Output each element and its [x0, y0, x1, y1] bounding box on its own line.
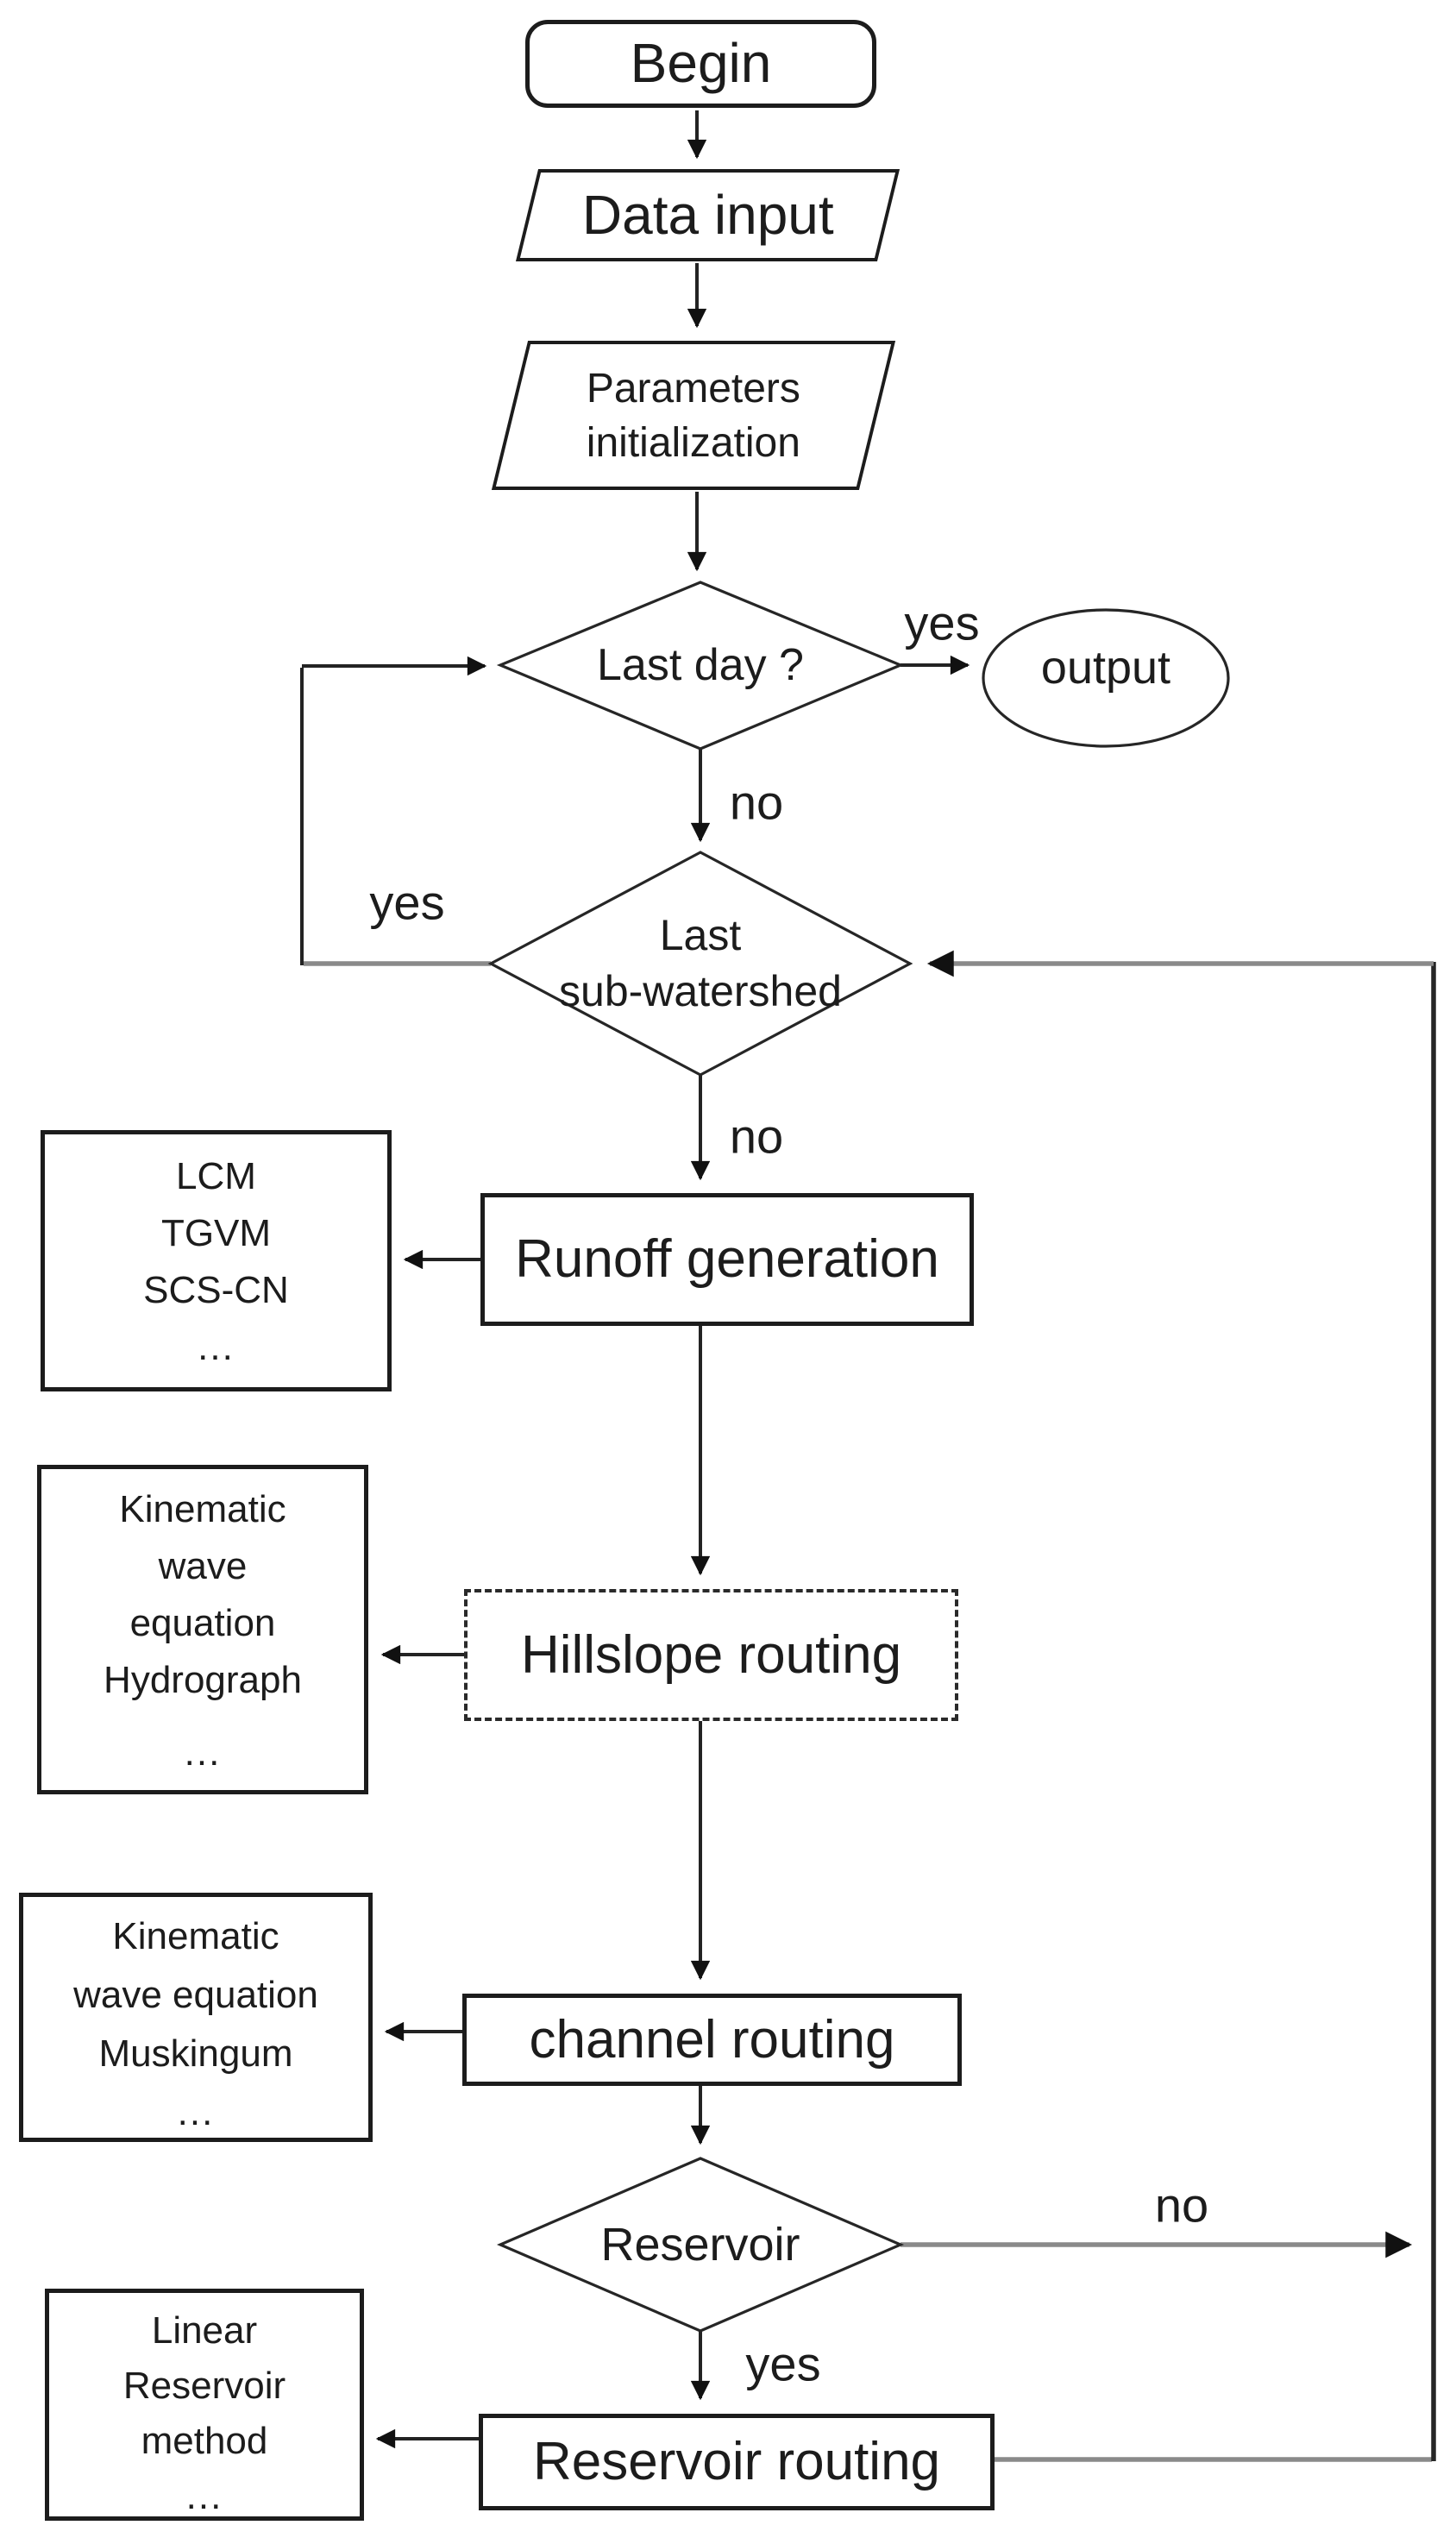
hillslope-method-line2: wave — [158, 1545, 248, 1587]
last-subwatershed-label: Last sub-watershed — [491, 852, 910, 1075]
edge-label-subwatershed-no: no — [729, 1109, 784, 1164]
runoff-generation-label: Runoff generation — [515, 1229, 939, 1290]
node-data-input: Data input — [515, 169, 901, 261]
node-runoff-generation: Runoff generation — [480, 1193, 974, 1326]
last-subwatershed-line1: Last — [659, 911, 742, 959]
hillslope-method-line3: equation — [129, 1602, 276, 1644]
output-label: output — [1040, 642, 1171, 694]
edge-label-subwatershed-yes: yes — [369, 875, 445, 930]
begin-label: Begin — [630, 32, 772, 95]
edge-label-lastday-no: no — [729, 775, 784, 830]
channel-method-line2: wave equation — [73, 1974, 318, 2016]
runoff-method-tgvm: TGVM — [160, 1212, 272, 1254]
edge-label-reservoir-yes: yes — [745, 2336, 821, 2391]
hillslope-methods-box: Kinematic wave equation Hydrograph ... — [37, 1465, 368, 1794]
hillslope-routing-label: Hillslope routing — [520, 1624, 902, 1685]
reservoir-methods-box: Linear Reservoir method ... — [45, 2289, 364, 2521]
edge-label-reservoir-no: no — [1154, 2177, 1209, 2233]
output-ellipse — [982, 608, 1230, 748]
runoff-method-lcm: LCM — [176, 1155, 256, 1197]
reservoir-method-line1: Linear — [151, 2309, 258, 2352]
last-day-label: Last day ? — [597, 640, 804, 690]
channel-routing-label: channel routing — [529, 2009, 895, 2070]
runoff-methods-box: LCM TGVM SCS-CN ... — [41, 1130, 392, 1391]
channel-method-ellipsis: ... — [177, 2091, 215, 2133]
reservoir-routing-label: Reservoir routing — [532, 2432, 941, 2492]
channel-method-line3: Muskingum — [98, 2032, 293, 2075]
hillslope-method-line1: Kinematic — [119, 1488, 286, 1530]
parameters-initialization-label: Parameters initialization — [586, 365, 801, 466]
node-hillslope-routing: Hillslope routing — [464, 1589, 958, 1721]
node-channel-routing: channel routing — [462, 1994, 962, 2086]
runoff-method-scscn: SCS-CN — [143, 1269, 289, 1311]
hillslope-method-ellipsis: ... — [184, 1731, 222, 1774]
reservoir-method-line2: Reservoir — [122, 2365, 286, 2407]
runoff-method-ellipsis: ... — [198, 1326, 235, 1368]
reservoir-method-line3: method — [141, 2420, 268, 2462]
hillslope-method-line4: Hydrograph — [104, 1659, 302, 1701]
channel-methods-box: Kinematic wave equation Muskingum ... — [19, 1893, 373, 2142]
reservoir-label: Reservoir — [600, 2219, 800, 2271]
node-parameters-initialization: Parameters initialization — [491, 341, 896, 490]
reservoir-diamond — [496, 2157, 905, 2333]
node-begin: Begin — [525, 20, 876, 108]
last-subwatershed-line2: sub-watershed — [559, 967, 842, 1015]
node-reservoir-routing: Reservoir routing — [479, 2414, 995, 2510]
edge-label-lastday-yes: yes — [904, 595, 980, 650]
last-subwatershed-diamond — [487, 851, 913, 1077]
last-day-diamond — [496, 581, 905, 751]
channel-method-line1: Kinematic — [112, 1915, 279, 1957]
reservoir-method-ellipsis: ... — [185, 2475, 223, 2517]
data-input-label: Data input — [581, 183, 834, 246]
